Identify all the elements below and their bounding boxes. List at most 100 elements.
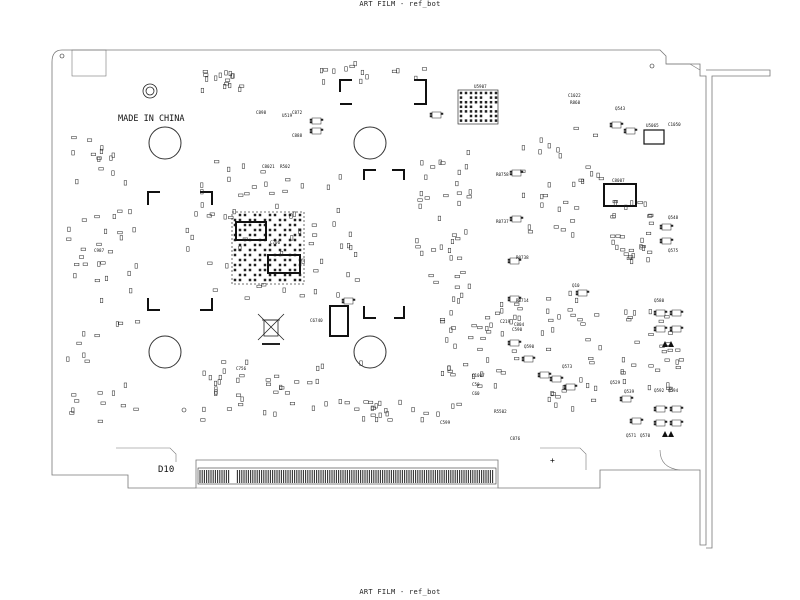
smd-pad: [620, 371, 626, 375]
smd-pad: [640, 237, 644, 243]
smd-pad: [238, 245, 242, 251]
u5907-pad: [459, 119, 463, 122]
transistor-lead: [653, 313, 657, 316]
smd-pad: [464, 229, 468, 235]
smd-pad: [467, 283, 471, 289]
transistor-body: [661, 237, 672, 245]
smd-pad: [585, 165, 591, 169]
smd-pad: [430, 165, 436, 169]
smd-pad: [575, 297, 579, 303]
bga-pad: [248, 218, 252, 222]
smd-pad: [274, 374, 280, 378]
ref-c1022: C1022: [568, 93, 581, 98]
bga-pad: [283, 258, 287, 262]
smd-pad: [375, 417, 379, 423]
u5907-pad: [469, 105, 473, 109]
smd-pad: [675, 348, 681, 352]
smd-pad: [456, 298, 460, 304]
u5907-pad: [474, 100, 478, 104]
bga-pad: [243, 243, 247, 247]
smd-pad: [419, 191, 423, 197]
smd-pad: [511, 349, 517, 353]
smd-pad: [572, 181, 576, 187]
ref-c599: C599: [440, 420, 451, 425]
smd-pad: [598, 177, 604, 181]
ref-q548: Q548: [668, 215, 679, 220]
u5907-pad-grid: [459, 91, 498, 122]
transistor-lead: [630, 396, 634, 399]
smd-pad: [349, 64, 355, 68]
transistor-body: [671, 309, 682, 317]
u5907-pad: [469, 110, 473, 113]
smd-pad: [424, 174, 428, 180]
bga-pad: [253, 258, 257, 262]
smd-pad: [353, 61, 357, 67]
bga-pad: [268, 273, 272, 277]
u5907-pad: [474, 96, 478, 99]
transistor-body: [671, 325, 682, 333]
bga-pad: [278, 223, 282, 227]
u5907-pad: [489, 105, 493, 109]
transistor-lead: [507, 296, 511, 299]
smd-pad: [589, 361, 595, 365]
ref-c1050: C1050: [668, 122, 681, 127]
u5907-pad: [489, 114, 493, 118]
smd-pad: [626, 318, 632, 322]
smd-pad: [94, 215, 100, 219]
smd-pad: [598, 345, 602, 351]
smd-pad: [218, 374, 222, 380]
bga-pad: [263, 253, 267, 257]
bga-pad: [243, 213, 247, 217]
smd-pad: [71, 136, 77, 140]
ref-c804: C804: [514, 322, 525, 327]
u5907-pad: [484, 119, 488, 122]
designator-labels: C706 C987 C1007 C50 C60 C8007 C1022 R860…: [94, 84, 681, 441]
bga-pad: [268, 243, 272, 247]
bga-pad: [273, 273, 277, 277]
smd-pad: [315, 378, 319, 384]
bga-pad: [263, 278, 267, 282]
smd-pad: [493, 383, 497, 389]
smd-pad: [666, 382, 670, 388]
smd-pad: [117, 209, 123, 213]
smd-pad: [359, 78, 363, 84]
bga-pad: [268, 218, 272, 222]
smd-pad: [308, 242, 314, 246]
board-id-label: D10: [158, 465, 174, 475]
smd-pad: [282, 287, 286, 293]
smd-pad: [521, 192, 525, 198]
ref-r860: R860: [570, 100, 581, 105]
film-header-label: ART FILM - ref_bot: [359, 0, 441, 8]
bga-pad: [273, 243, 277, 247]
transistor-lead: [537, 375, 541, 378]
transistor-body: [511, 215, 522, 223]
smd-pad: [200, 189, 204, 195]
smd-pad: [123, 382, 127, 388]
transistor-body: [509, 295, 520, 303]
smd-pad: [396, 68, 400, 74]
ref-u5907: U5907: [474, 84, 487, 89]
smd-pad: [472, 373, 476, 379]
smd-pad: [551, 327, 555, 333]
smd-pad: [546, 308, 550, 314]
smd-pad: [99, 148, 103, 154]
bga-pad: [268, 233, 272, 237]
smd-pad: [440, 161, 446, 165]
smd-pad: [214, 389, 218, 395]
bga-pad: [238, 278, 242, 282]
bga-pad: [243, 223, 247, 227]
smd-pad: [594, 313, 600, 317]
smd-pad: [292, 211, 296, 217]
smd-pad: [378, 412, 382, 418]
transistor-body: [551, 375, 562, 383]
smd-pad: [630, 200, 634, 206]
smd-pad: [104, 275, 108, 281]
smd-pad: [628, 248, 634, 252]
smd-pad: [655, 368, 661, 372]
smd-pad: [557, 314, 561, 320]
smd-pad: [573, 126, 579, 130]
smd-pad: [585, 338, 591, 342]
bga-pad: [298, 248, 302, 252]
bga-pad: [278, 233, 282, 237]
smd-pad: [80, 247, 86, 251]
